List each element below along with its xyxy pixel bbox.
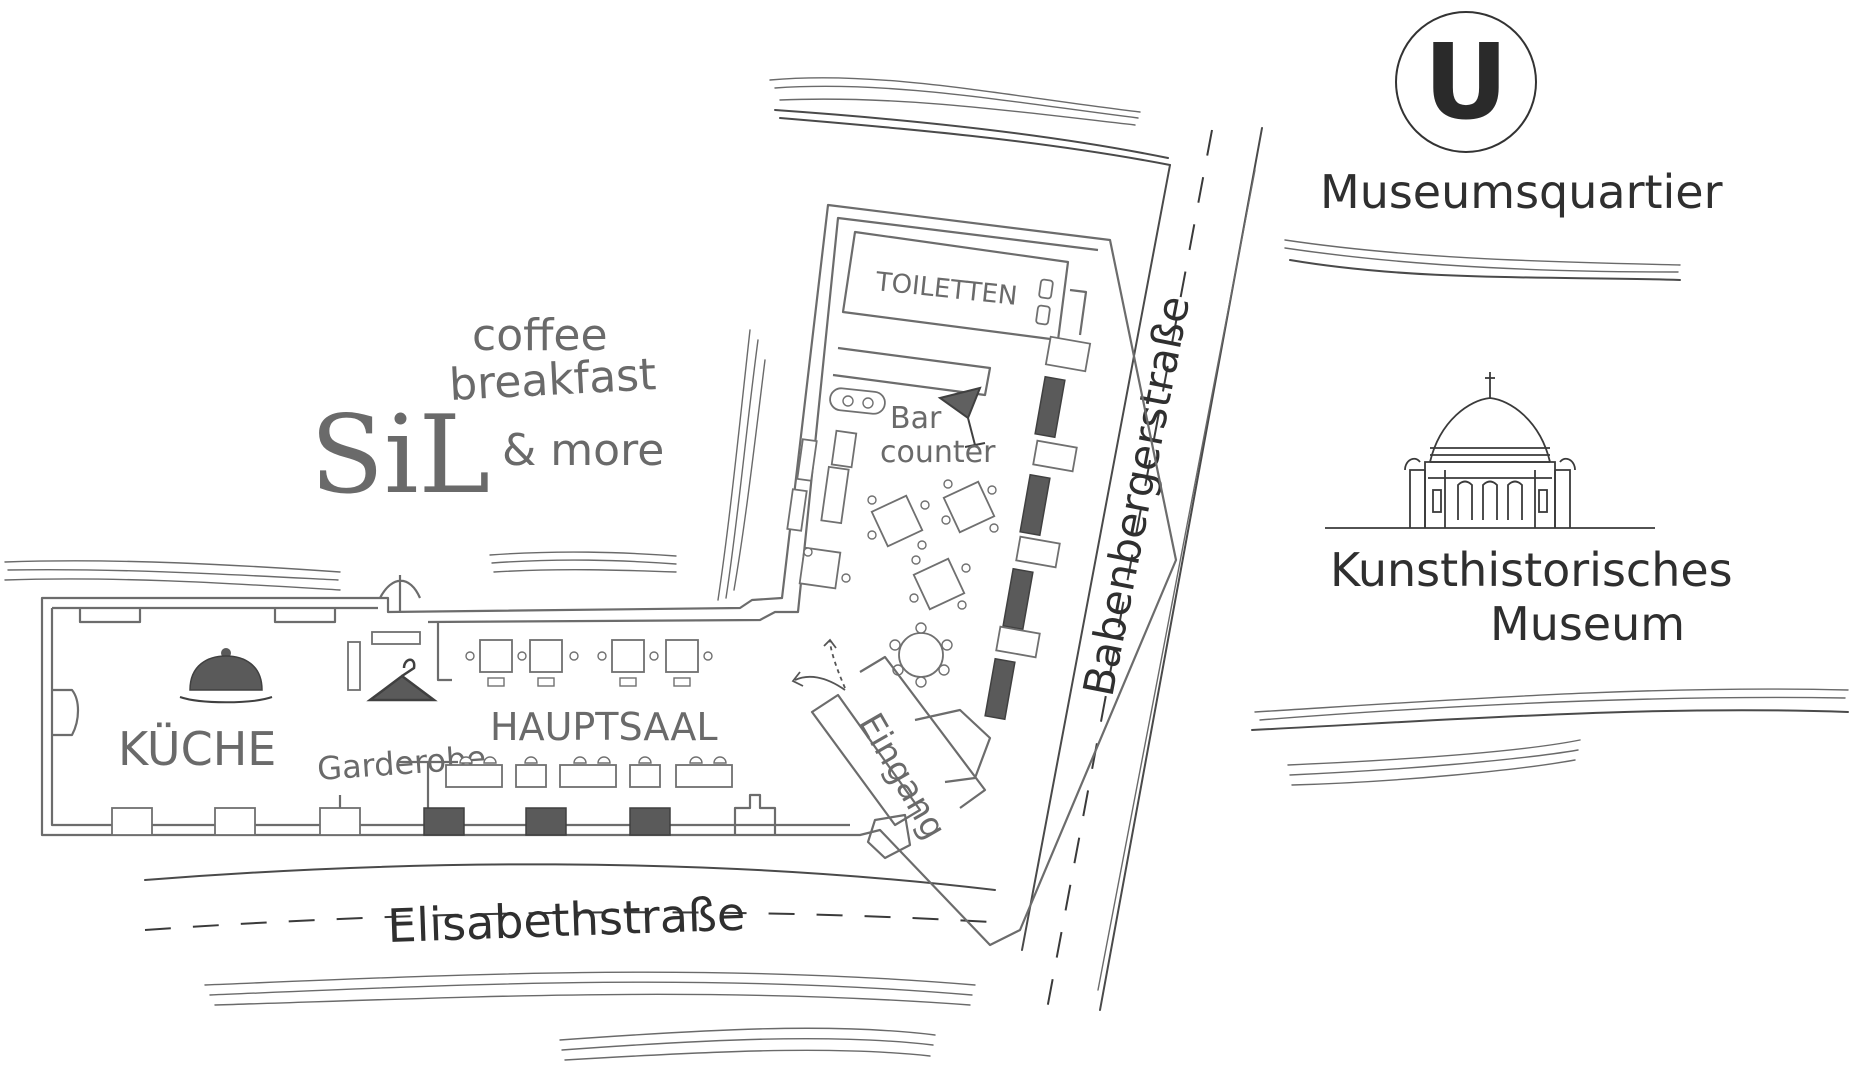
bar-label-line2: counter bbox=[880, 435, 996, 470]
facade-windows bbox=[984, 335, 1092, 721]
hauptsaal-label: HAUPTSAAL bbox=[490, 705, 718, 749]
sil-logo: SiL coffee breakfast & more bbox=[310, 310, 664, 518]
kitchen-label: KÜCHE bbox=[118, 722, 276, 776]
entrance-arrow-icon bbox=[791, 638, 846, 691]
street-label-elisabeth: Elisabethstraße bbox=[386, 887, 746, 953]
khm-label-line1: Kunsthistorisches bbox=[1330, 543, 1733, 597]
south-windows bbox=[111, 793, 777, 836]
toiletten-label: TOILETTEN bbox=[873, 267, 1018, 312]
bar-counter bbox=[786, 387, 886, 590]
u-bahn-letter: U bbox=[1424, 21, 1508, 143]
bar-label-line1: Bar bbox=[890, 401, 942, 436]
logo-line-breakfast: breakfast bbox=[448, 349, 658, 411]
u-bahn-icon: U bbox=[1395, 11, 1537, 153]
street-label-babenberger: Babenbergerstraße bbox=[1074, 292, 1200, 700]
museumsquartier-label: Museumsquartier bbox=[1320, 165, 1723, 219]
cocktail-glass-icon bbox=[937, 386, 986, 448]
cloche-icon bbox=[179, 648, 273, 704]
khm-label-line2: Museum bbox=[1490, 597, 1685, 651]
logo-line-more: & more bbox=[502, 425, 664, 476]
bar-tables bbox=[867, 479, 999, 688]
street-lines bbox=[4, 77, 1849, 1061]
logo-line-coffee: coffee bbox=[472, 310, 608, 361]
logo-name: SiL bbox=[310, 393, 490, 518]
floor-plan: TOILETTEN bbox=[40, 203, 1178, 947]
museum-building-icon bbox=[1325, 372, 1655, 529]
hanger-icon bbox=[366, 658, 438, 702]
entrance bbox=[810, 655, 992, 860]
